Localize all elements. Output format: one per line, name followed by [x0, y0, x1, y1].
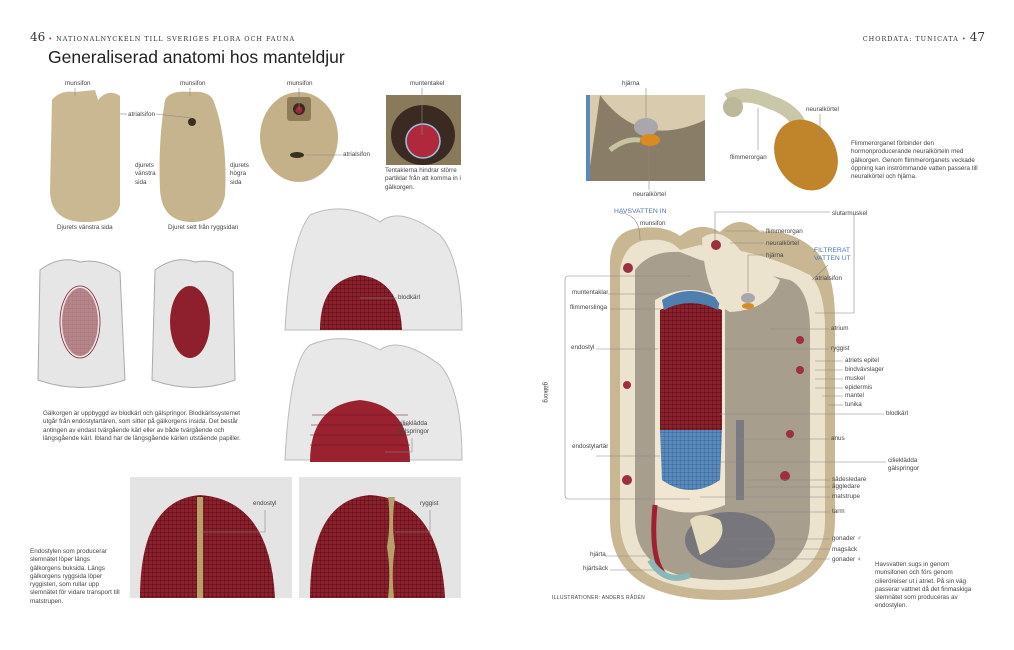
label-left-side: djurets vänstra sida — [135, 162, 156, 186]
caption-back-view: Djuret sett från ryggsidan — [168, 224, 239, 231]
label-right: epidermis — [845, 384, 873, 391]
illustration-credit: ILLUSTRATIONER: ANDERS RÅDÉN — [552, 595, 646, 601]
caption-tentacles: Tentaklerna hindrar större partiklar frå… — [385, 167, 461, 191]
label-right: atriets epitel — [845, 357, 879, 364]
caption-gill-basket: Gälkorgen är uppbyggd av blodkärl och gä… — [43, 410, 241, 442]
label-left: munsifon — [640, 220, 666, 227]
gill-basket-illustrations — [37, 208, 463, 462]
label-right-side: djurets högra sida — [230, 162, 249, 186]
brain-inset-illustration — [586, 88, 838, 191]
label-gill-basket: gälkorg — [542, 382, 549, 403]
label-right: hjärna — [766, 252, 784, 259]
label-right: neuralkörtel — [766, 240, 799, 247]
label-ryggist: ryggist — [420, 500, 439, 507]
running-head-text: CHORDATA: TUNICATA — [862, 35, 959, 43]
label-right: tunika — [845, 401, 862, 408]
label-right: gonader ♀ — [832, 556, 862, 563]
label-right: magsäck — [832, 546, 858, 553]
label-right: flimmerorgan — [766, 228, 803, 235]
label-right: muskel — [845, 375, 865, 382]
label-right: ryggist — [831, 345, 850, 352]
label-gill-slits: cilieklädda gälspringor — [398, 420, 430, 436]
running-head-right: CHORDATA: TUNICATA • 47 — [862, 30, 985, 44]
label-right: matstrupe — [832, 493, 860, 500]
label-water-out: FILTRERAT VATTEN UT — [814, 247, 851, 263]
label-blodkarl: blodkärl — [398, 294, 421, 301]
label-right: bindvävslager — [845, 366, 884, 373]
label-left: hjärtsäck — [583, 565, 609, 572]
label-right: slutarmuskel — [832, 210, 868, 217]
page-number-left: 46 — [30, 30, 46, 44]
label-munsifon: munsifon — [287, 80, 313, 87]
label-atrialsifon: atrialsifon — [343, 151, 370, 158]
label-right: cilieklädda gälspringor — [888, 457, 920, 473]
label-left: endostylartär — [572, 443, 609, 450]
label-endostyl: endostyl — [253, 500, 277, 507]
label-water-in: HAVSVATTEN IN — [614, 208, 667, 215]
label-right: blodkärl — [886, 410, 909, 417]
label-muntentakel: muntentakel — [410, 80, 445, 87]
tunicate-left-side-illustration — [50, 88, 461, 223]
caption-endostyl: Endostylen som producerar slemnätet löpe… — [30, 548, 120, 605]
running-head-left: 46 • NATIONALNYCKELN TILL SVERIGES FLORA… — [30, 30, 296, 44]
caption-diagram: Havsvatten sugs in genom munsifonen och … — [875, 561, 972, 610]
label-right: atrium — [831, 325, 849, 332]
running-head-text: NATIONALNYCKELN TILL SVERIGES FLORA OCH … — [56, 35, 296, 43]
label-hjarna: hjärna — [622, 80, 640, 87]
label-right: äggledare — [832, 483, 861, 490]
label-neuralkortel: neuralkörtel — [633, 191, 666, 198]
label-right: gonader ♂ — [832, 535, 862, 542]
caption-flimmerorgan: Flimmerorganet förbinder den hormonprodu… — [851, 140, 978, 181]
label-munsifon: munsifon — [180, 80, 206, 87]
label-flimmerorgan: flimmerorgan — [730, 154, 767, 161]
label-right: anus — [831, 435, 845, 442]
label-right: atrialsifon — [815, 275, 842, 282]
page-number-right: 47 — [969, 30, 985, 44]
caption-left-side: Djurets vänstra sida — [57, 224, 113, 231]
label-left: endostyl — [571, 344, 595, 351]
endostyl-ryggist-illustrations — [130, 477, 461, 598]
label-left: hjärta — [590, 551, 606, 558]
label-munsifon: munsifon — [65, 80, 91, 87]
page-title: Generaliserad anatomi hos manteldjur — [48, 47, 345, 67]
label-left: flimmerslinga — [570, 304, 608, 311]
label-left: muntentaklar — [572, 289, 609, 296]
label-right: mantel — [845, 392, 864, 399]
label-right: tarm — [832, 508, 845, 515]
label-atrialsifon: atrialsifon — [128, 111, 155, 118]
label-neuralkortel: neuralkörtel — [806, 106, 839, 113]
label-right: sädesledare — [832, 476, 867, 483]
